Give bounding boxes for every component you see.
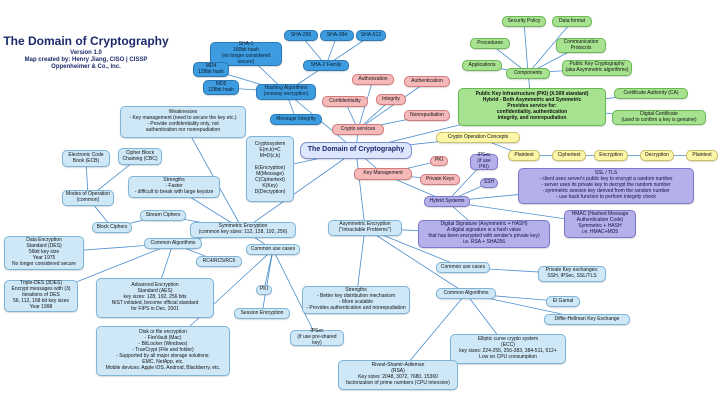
- node-ssh[interactable]: SSH: [480, 178, 498, 188]
- node-confidentiality[interactable]: Confidentiality: [322, 96, 368, 107]
- node-data-format[interactable]: Data format: [552, 16, 592, 27]
- page-title: The Domain of Cryptography: [3, 34, 169, 48]
- node-symmetric-encryption[interactable]: Symmetric Encryption (common key sizes: …: [190, 222, 296, 238]
- connector-common_use_sym-session_enc: [261, 249, 274, 314]
- node-private-key-exchanges[interactable]: Private Key exchanges: SSH, IPSec, SSL/T…: [538, 266, 606, 282]
- center-topic[interactable]: The Domain of Cryptography: [300, 142, 412, 159]
- node-sha-2-family[interactable]: SHA-2 Family: [303, 60, 349, 71]
- connector-asymmetric-common_alg_asym: [364, 227, 467, 294]
- node-cbc[interactable]: Cipher Block Chaining (CBC): [118, 148, 162, 165]
- node-sha-256[interactable]: SHA-256: [284, 30, 318, 41]
- node-key-management[interactable]: Key Management: [354, 168, 412, 180]
- node-hashing-algorithms[interactable]: Hashing Algorithms (oneway encryption): [256, 84, 316, 100]
- node-integrity[interactable]: Integrity: [376, 94, 406, 105]
- node-digital-certificate[interactable]: Digital Certificate (used to confirm a k…: [612, 110, 706, 125]
- node-strengths-asymmetric[interactable]: Strengths - Better key distribution mech…: [302, 286, 410, 314]
- node-authorization[interactable]: Authorization: [352, 74, 394, 85]
- node-components[interactable]: Components: [506, 68, 550, 79]
- company-name: Oppenheimer & Co., Inc.: [51, 63, 121, 70]
- node-certificate-authority[interactable]: Certificate Authority (CA): [614, 88, 688, 99]
- node-hybrid-systems[interactable]: Hybrid Systems: [424, 196, 470, 207]
- connector-center-asymmetric: [355, 150, 366, 229]
- node-security-policy[interactable]: Security Policy: [502, 16, 546, 27]
- author-credit: Map created by: Henry Jiang, CISO | CISS…: [24, 56, 148, 63]
- node-cryptosystem[interactable]: Cryptosystem E(m,k)=C M=D(c,k) E(Encrypt…: [246, 136, 294, 202]
- node-common-use-cases-asymmetric[interactable]: Common use cases: [436, 262, 490, 273]
- node-diffie-hellman[interactable]: Diffie-Hellman Key Exchange: [544, 314, 630, 325]
- node-crypto-operation-concepts[interactable]: Crypto Operation Concepts: [436, 132, 520, 143]
- version-label: Version 1.0: [70, 50, 102, 56]
- node-communication-protocols[interactable]: Communication Protocols: [556, 38, 606, 53]
- node-strengths-symmetric[interactable]: Strengths - Faster - difficult to break …: [128, 176, 220, 198]
- node-ciphertext[interactable]: Ciphertext: [552, 150, 586, 161]
- node-ecc[interactable]: Elliptic curve crypto system (ECC) key s…: [450, 334, 566, 364]
- node-block-ciphers[interactable]: Block Ciphers: [92, 222, 132, 233]
- node-sha-384[interactable]: SHA-384: [320, 30, 354, 41]
- node-sha-512[interactable]: SHA-512: [356, 30, 386, 41]
- node-triple-des[interactable]: Triple-DES (3DES) Encrypt messages with …: [4, 280, 78, 312]
- node-stream-ciphers[interactable]: Stream Ciphers: [140, 210, 186, 221]
- node-hmac[interactable]: HMAC (Hashed Message Authentication Code…: [564, 210, 636, 238]
- node-crypto-services[interactable]: Crypto services: [332, 124, 384, 135]
- node-pki-key[interactable]: PKI: [430, 156, 448, 166]
- connector-center-symmetric: [242, 150, 357, 231]
- node-session-encryption[interactable]: Session Encryption: [234, 308, 290, 319]
- node-modes-of-operation[interactable]: Modes of Operation (common): [62, 190, 114, 206]
- node-ecb[interactable]: Electronic Code Book (ECB): [62, 150, 110, 167]
- node-pki[interactable]: Public Key Infrastructure (PKI) (X.509 s…: [458, 88, 606, 126]
- node-digital-signature[interactable]: Digital Signature (Asymmetric + HASH) A …: [418, 220, 550, 248]
- node-ipsec-psk[interactable]: IPSec (if use pre-shared key): [290, 328, 344, 346]
- node-md4[interactable]: MD4 128bit hash: [193, 62, 229, 77]
- node-md5[interactable]: MD5 128bit hash: [203, 80, 239, 95]
- node-common-algorithms-asymmetric[interactable]: Common Algorithms: [436, 288, 496, 299]
- node-encryption[interactable]: Encryption: [594, 150, 628, 161]
- node-common-algorithms-symmetric[interactable]: Common Algorithms: [144, 238, 202, 249]
- node-authentication[interactable]: Authentication: [404, 76, 450, 87]
- node-private-keys[interactable]: Private Keys: [420, 174, 460, 185]
- node-public-key-cryptography[interactable]: Public Key Cryptography (aka Asymmetric …: [562, 60, 632, 76]
- node-plaintext-start[interactable]: Plaintext: [508, 150, 540, 161]
- node-ipsec-pki[interactable]: IPSec (if use PKI): [470, 152, 498, 170]
- connector-components-data_format: [527, 21, 573, 74]
- node-ssl-tls[interactable]: SSL / TLS - client uses server's public …: [518, 168, 694, 204]
- node-rc-family[interactable]: RC4/RC5/RC6: [196, 256, 242, 267]
- node-message-integrity[interactable]: Message Integrity: [270, 114, 322, 125]
- node-des[interactable]: Data Encryption Standard (DES) 56bit key…: [4, 236, 84, 270]
- title-block: The Domain of Cryptography Version 1.0 M…: [2, 34, 170, 71]
- connector-crypto_services-authentication: [357, 81, 428, 130]
- node-plaintext-end[interactable]: Plaintext: [686, 150, 718, 161]
- node-weaknesses[interactable]: Weaknesses - Key management (need to sec…: [120, 106, 246, 138]
- node-common-use-cases-symmetric[interactable]: Common use cases: [246, 244, 300, 255]
- node-disk-encryption[interactable]: Disk or file encryption - FireVault (Mac…: [96, 326, 230, 376]
- connector-common_use_sym-ipsec_psk: [272, 249, 318, 339]
- connector-components-security_policy: [523, 21, 529, 74]
- node-decryption[interactable]: Decryption: [640, 150, 674, 161]
- node-asymmetric-encryption[interactable]: Asymmetric Encryption ("Intractable Prob…: [328, 220, 402, 236]
- node-pki-session[interactable]: PKI: [256, 285, 272, 295]
- node-procedures[interactable]: Procedures: [470, 38, 510, 49]
- node-aes[interactable]: Advanced Encryption Standard (AES) key s…: [96, 278, 214, 318]
- node-el-gamal[interactable]: El Gamal: [546, 296, 580, 307]
- node-applications[interactable]: Applications: [462, 60, 502, 71]
- node-rsa[interactable]: Rivest-Shamir-Adleman (RSA) Key sizes: 2…: [338, 360, 458, 390]
- node-nonrepudiation[interactable]: Nonrepudiation: [404, 110, 450, 121]
